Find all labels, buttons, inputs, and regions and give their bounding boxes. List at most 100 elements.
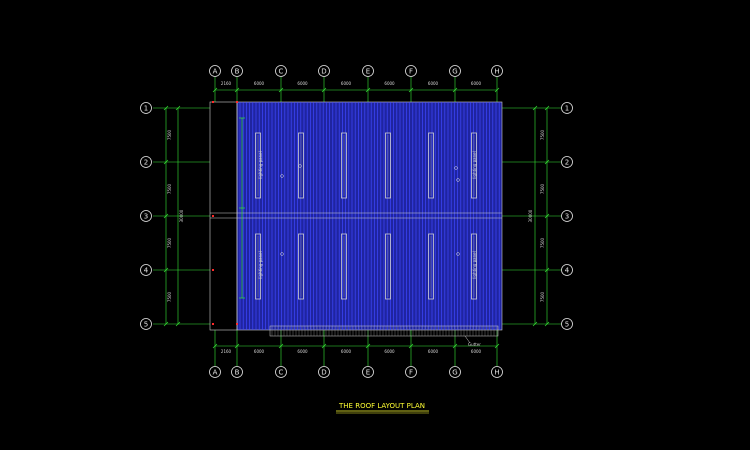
skylight-strip [428,132,434,199]
dimension-tick [321,343,327,349]
grid-bubble-left-1-label: 1 [144,104,148,112]
dimension-total: 30000 [528,209,533,222]
dimension-tick [163,321,169,327]
skylights: lighting panel lighting panel lighting pan… [255,132,477,300]
grid-bubble-bottom-D-circle [318,366,330,378]
detail-mark [456,252,460,256]
grid-bubble-bottom-G-circle [449,366,461,378]
dimension-value: 7500 [167,129,172,140]
plan-title: THE ROOF LAYOUT PLAN [338,402,425,410]
dimension-value: 6000 [254,81,265,86]
dimension-tick [212,87,218,93]
grid-bubble-left-5-circle [140,318,152,330]
grid-bubble-right-2-circle [561,156,573,168]
grid-bubble-left-4-label: 4 [144,266,149,274]
grid-bubble-top-B-circle [231,65,243,77]
grid-bubble-top-A-label: A [213,67,218,75]
red-marker [236,323,238,325]
dimension-tick [163,267,169,273]
grid-bubble-top-C-circle [275,65,287,77]
skylight-label: lighting panel [258,251,263,278]
roof-overhang [209,101,238,331]
roof-panel-area [209,101,503,344]
skylight-strip [341,233,347,300]
dimension-value: 2160 [221,81,232,86]
red-marker [212,269,214,271]
dimension-tick [532,321,538,327]
grid-bubble-bottom-D-label: D [321,368,326,376]
grid-bubble-bottom-E-circle [362,366,374,378]
grid-bubble-top-D-circle [318,65,330,77]
dimension-value: 7500 [540,237,545,248]
skylight-strip [471,233,477,300]
dimension-lines: 2160 6000 6000 6000 6000 6000 6000 2160 6000 6000… [163,81,550,354]
red-marker [212,323,214,325]
dimension-value: 6000 [471,349,482,354]
detail-mark [454,166,458,170]
dimension-tick [408,87,414,93]
detail-mark [280,174,284,178]
grid-bubble-right-4-label: 4 [565,266,570,274]
dimension-tick [212,343,218,349]
dimension-value: 7500 [540,129,545,140]
skylight-strip [471,132,477,199]
skylight-strip [385,233,391,300]
dimension-tick [278,343,284,349]
skylight-strip [385,132,391,199]
dimension-tick [544,321,550,327]
dimension-total: 30000 [179,209,184,222]
dimension-tick [234,87,240,93]
dimension-value: 6000 [297,349,308,354]
grid-bubble-bottom-A-label: A [213,368,218,376]
grid-bubble-bottom-A-circle [209,366,221,378]
dimension-tick [408,343,414,349]
dimension-tick [234,343,240,349]
dimension-value: 7500 [540,183,545,194]
dimension-value: 2160 [221,349,232,354]
dimension-tick [163,105,169,111]
skylight-label: lighting panel [472,251,477,278]
skylight-label: lighting panel [258,151,263,178]
dimension-tick [365,343,371,349]
dimension-value: 7500 [540,291,545,302]
grid-bubble-left-4-circle [140,264,152,276]
dimension-value: 7500 [167,237,172,248]
grid-bubble-top-E-circle [362,65,374,77]
grid-bubble-top-D-label: D [321,67,326,75]
dimension-tick [175,321,181,327]
grid-bubble-right-1-circle [561,102,573,114]
dimension-tick [544,105,550,111]
grid-bubble-right-3-label: 3 [565,212,569,220]
grid-bubble-top-F-label: F [409,67,413,75]
dimension-tick [494,343,500,349]
dimension-tick [163,213,169,219]
dimension-value: 6000 [384,349,395,354]
dimension-tick [544,159,550,165]
detail-mark [298,164,302,168]
dimension-tick [452,343,458,349]
dimension-value: 6000 [428,349,439,354]
grid-bubble-right-5-circle [561,318,573,330]
grid-bubble-top-B-label: B [235,67,240,75]
grid-bubble-bottom-G-label: G [452,368,457,376]
grid-bubble-right-5-label: 5 [565,320,569,328]
red-marker [212,101,214,103]
skylight-strip [428,233,434,300]
red-marker [212,215,214,217]
dimension-tick [532,105,538,111]
dimension-value: 6000 [341,81,352,86]
dimension-value: 6000 [297,81,308,86]
dimension-value: 6000 [471,81,482,86]
grid-bubble-top-F-circle [405,65,417,77]
dimension-value: 7500 [167,183,172,194]
dimension-value: 7500 [167,291,172,302]
dimension-value: 6000 [428,81,439,86]
dimension-tick [278,87,284,93]
grid-bubble-left-2-label: 2 [144,158,148,166]
dimension-tick [544,267,550,273]
grid-bubble-right-2-label: 2 [565,158,569,166]
dimension-tick [544,213,550,219]
grid-bubble-left-5-label: 5 [144,320,148,328]
